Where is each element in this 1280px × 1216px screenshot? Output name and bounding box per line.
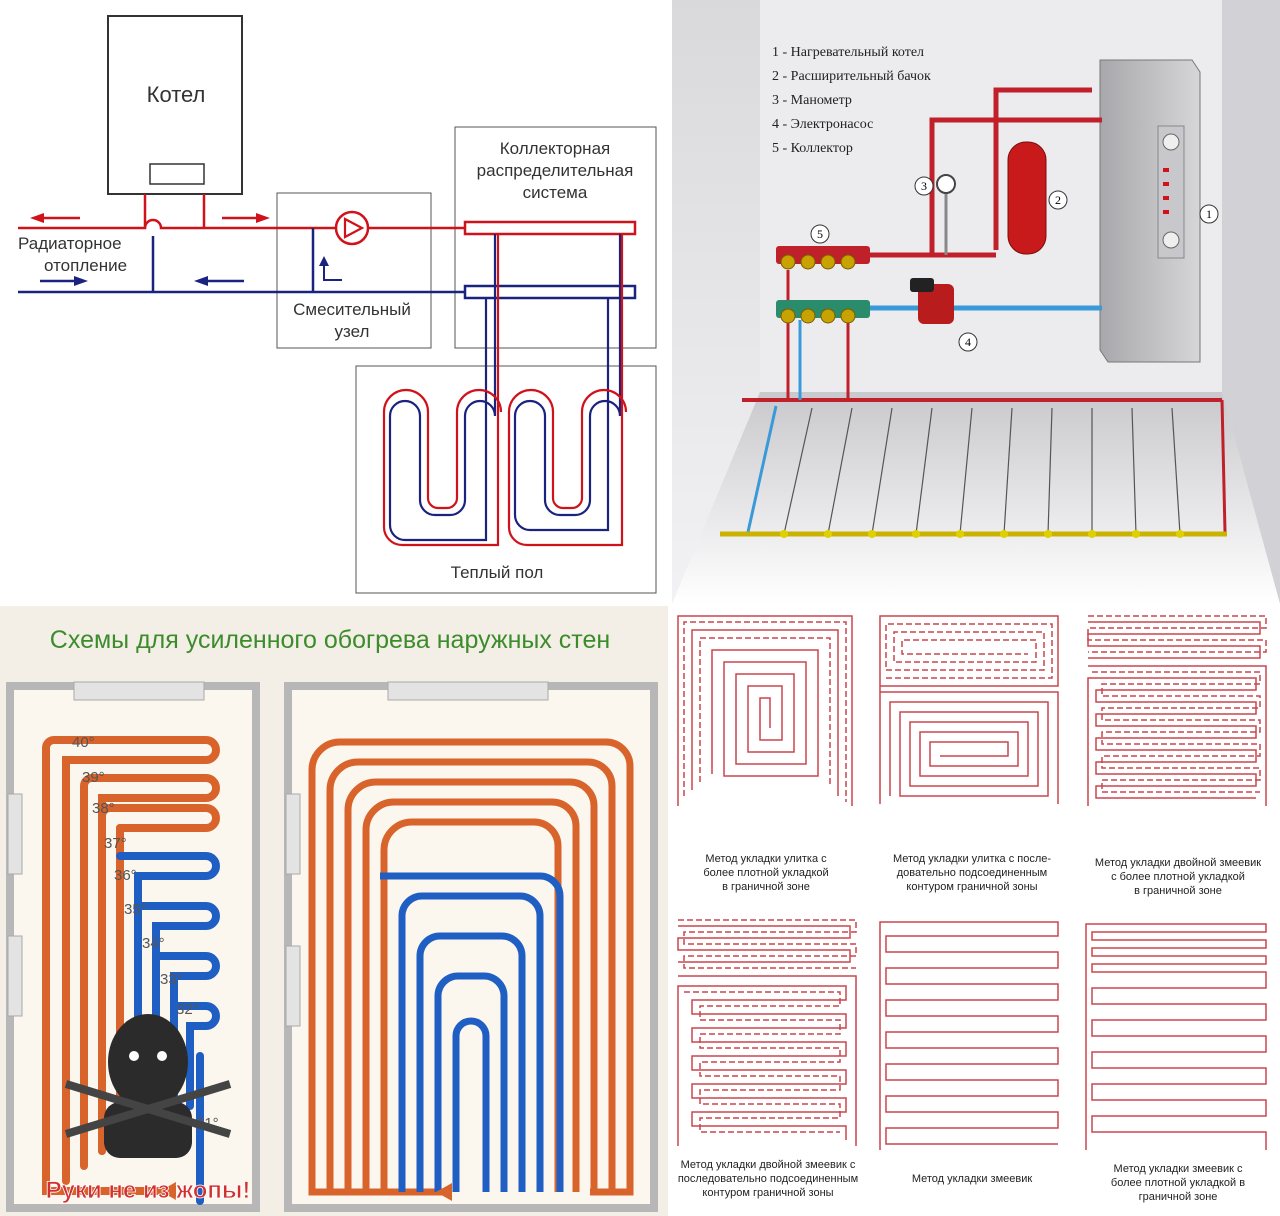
marker-3: 3 (921, 179, 927, 193)
pattern-snake-tight (1085, 923, 1267, 1150)
pattern-snail-tight (677, 615, 853, 806)
mixing-label-2: узел (335, 322, 370, 341)
marker-5: 5 (817, 227, 823, 241)
arrow-right-cold (74, 276, 88, 286)
marker-1: 1 (1206, 207, 1212, 221)
temp-label: 40° (72, 734, 95, 751)
legend-item: 5 - Коллектор (772, 141, 853, 156)
wall-heating-panel: Схемы для усиленного обогрева наружных с… (0, 606, 668, 1216)
circulation-pump (910, 278, 954, 324)
legend-item: 3 - Манометр (772, 93, 852, 108)
wall-scheme-title: Схемы для усиленного обогрева наружных с… (50, 626, 610, 654)
boiler-panel (149, 163, 205, 185)
warm-floor-box (355, 365, 657, 594)
caption-line: Метод укладки улитка с после- (893, 853, 1051, 865)
pattern-snail-series (879, 615, 1059, 804)
floor-surface (672, 392, 1280, 604)
temp-label: 39° (82, 769, 105, 786)
caption-line: Метод укладки змеевик (912, 1173, 1033, 1185)
caption-line: контуром граничной зоны (906, 881, 1037, 893)
arrow-left-hot (30, 213, 44, 223)
radiator-label-1: Радиаторное (18, 234, 122, 253)
heating-scheme-panel: Котел (0, 0, 668, 604)
wall-heating-diagram: Схемы для усиленного обогрева наружных с… (6, 626, 658, 1212)
caption-line: последовательно подсоединенным (678, 1173, 858, 1185)
temp-label: 35° (124, 901, 147, 918)
caption-line: Метод укладки улитка с (705, 853, 827, 865)
expansion-tank (1007, 141, 1047, 255)
floor-loop-left (382, 234, 503, 547)
manometer (936, 174, 956, 194)
caption-line: Метод укладки двойной змеевик с (681, 1159, 856, 1171)
temp-label: 33° (160, 971, 183, 988)
warm-floor-label: Теплый пол (451, 563, 544, 582)
watermark-logo (64, 1014, 232, 1158)
pipe-loop-right (308, 738, 634, 1196)
pattern-captions: Метод укладки улитка с более плотной укл… (678, 853, 1261, 1203)
caption-line: Метод укладки змеевик с (1114, 1163, 1243, 1175)
heating-scheme-diagram: Котел (18, 15, 657, 594)
marker-2: 2 (1055, 193, 1061, 207)
side-wall (1222, 0, 1280, 604)
temp-label: 37° (104, 835, 127, 852)
boiler-unit (1099, 59, 1201, 363)
flow-arrow-right (436, 1183, 452, 1201)
hot-supply-line (18, 218, 465, 230)
caption-line: более плотной укладкой (703, 867, 828, 879)
arrow-right-hot (256, 213, 270, 223)
temp-label: 34° (142, 935, 165, 952)
collector-box (454, 126, 657, 349)
caption-line: в граничной зоне (1134, 885, 1222, 897)
temp-label: 32° (176, 1001, 199, 1018)
collector-label-2: распределительная (477, 161, 634, 180)
legend: 1 - Нагревательный котел 2 - Расширитель… (772, 45, 931, 156)
marker-4: 4 (965, 335, 971, 349)
heating-system-illustration: 1 - Нагревательный котел 2 - Расширитель… (672, 0, 1280, 604)
caption-line: граничной зоне (1139, 1191, 1218, 1203)
laying-patterns-grid: Метод укладки улитка с более плотной укл… (677, 615, 1267, 1203)
collector-supply-bar (463, 220, 637, 236)
legend-item: 1 - Нагревательный котел (772, 45, 924, 60)
arrow-left-cold (194, 276, 208, 286)
floor-loop-right (507, 234, 628, 547)
caption-line: с более плотной укладкой (1111, 871, 1245, 883)
caption-line: более плотной укладкой в (1111, 1177, 1245, 1189)
mixing-unit-box (276, 192, 432, 349)
pipe-loop-left (42, 736, 220, 1205)
temp-label: 36° (114, 867, 137, 884)
window-right (387, 681, 549, 701)
pattern-double-snake-series (677, 919, 857, 1146)
mixing-label-1: Смесительный (293, 300, 411, 319)
boiler-label: Котел (147, 82, 206, 107)
temp-label: 38° (92, 800, 115, 817)
legend-item: 2 - Расширительный бачок (772, 69, 931, 84)
pattern-double-snake-tight (1087, 615, 1267, 806)
caption-line: контуром граничной зоны (702, 1187, 833, 1199)
radiator-label-2: отопление (44, 256, 127, 275)
caption-line: довательно подсоединенным (897, 867, 1047, 879)
caption-line: Метод укладки двойной змеевик (1095, 857, 1261, 869)
pattern-snake (879, 921, 1059, 1150)
floor-pipe-grid (720, 398, 1227, 538)
collector-label-1: Коллекторная (500, 139, 610, 158)
collector-label-3: система (523, 183, 588, 202)
laying-patterns-panel: Метод укладки улитка с более плотной укл… (672, 606, 1280, 1216)
caption-line: в граничной зоне (722, 881, 810, 893)
collector-manifold (776, 246, 870, 324)
collector-return-bar (463, 284, 637, 300)
heating-system-3d-panel: 1 - Нагревательный котел 2 - Расширитель… (672, 0, 1280, 604)
legend-item: 4 - Электронасос (772, 117, 873, 132)
window-left (73, 681, 205, 701)
watermark-text: Руки не из жопы! (46, 1177, 251, 1204)
flow-arrow-left (160, 1182, 176, 1200)
